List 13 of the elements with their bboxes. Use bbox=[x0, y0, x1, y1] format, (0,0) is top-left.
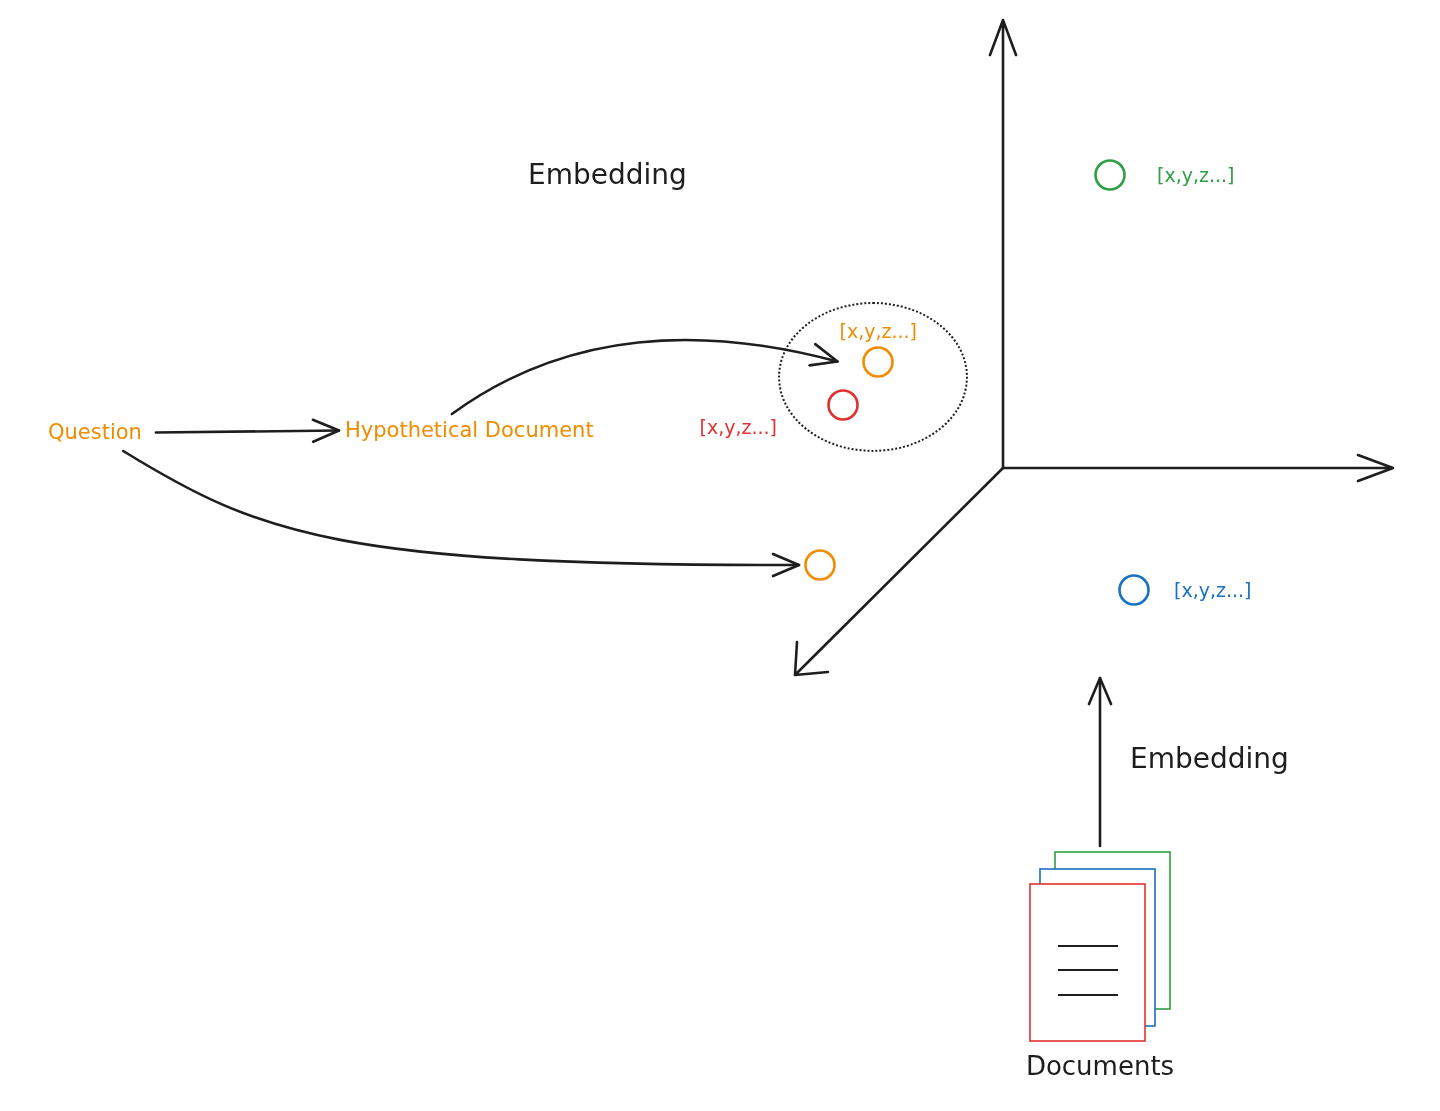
point-marker-icon bbox=[803, 548, 837, 582]
coordinate-label: [x,y,z...] bbox=[1174, 578, 1252, 602]
node-caption: Documents bbox=[1025, 1051, 1175, 1082]
coordinate-label: [x,y,z...] bbox=[839, 319, 917, 343]
coordinate-label: [x,y,z...] bbox=[1157, 163, 1235, 187]
arrow bbox=[154, 418, 341, 444]
node-label: Hypothetical Document bbox=[345, 418, 594, 443]
annotation-text: Embedding bbox=[528, 158, 687, 192]
arrow bbox=[1087, 676, 1113, 848]
arrow bbox=[121, 449, 801, 578]
node-label: Question bbox=[48, 420, 142, 445]
coordinate-label: [x,y,z...] bbox=[699, 415, 777, 439]
arrow bbox=[450, 338, 839, 416]
